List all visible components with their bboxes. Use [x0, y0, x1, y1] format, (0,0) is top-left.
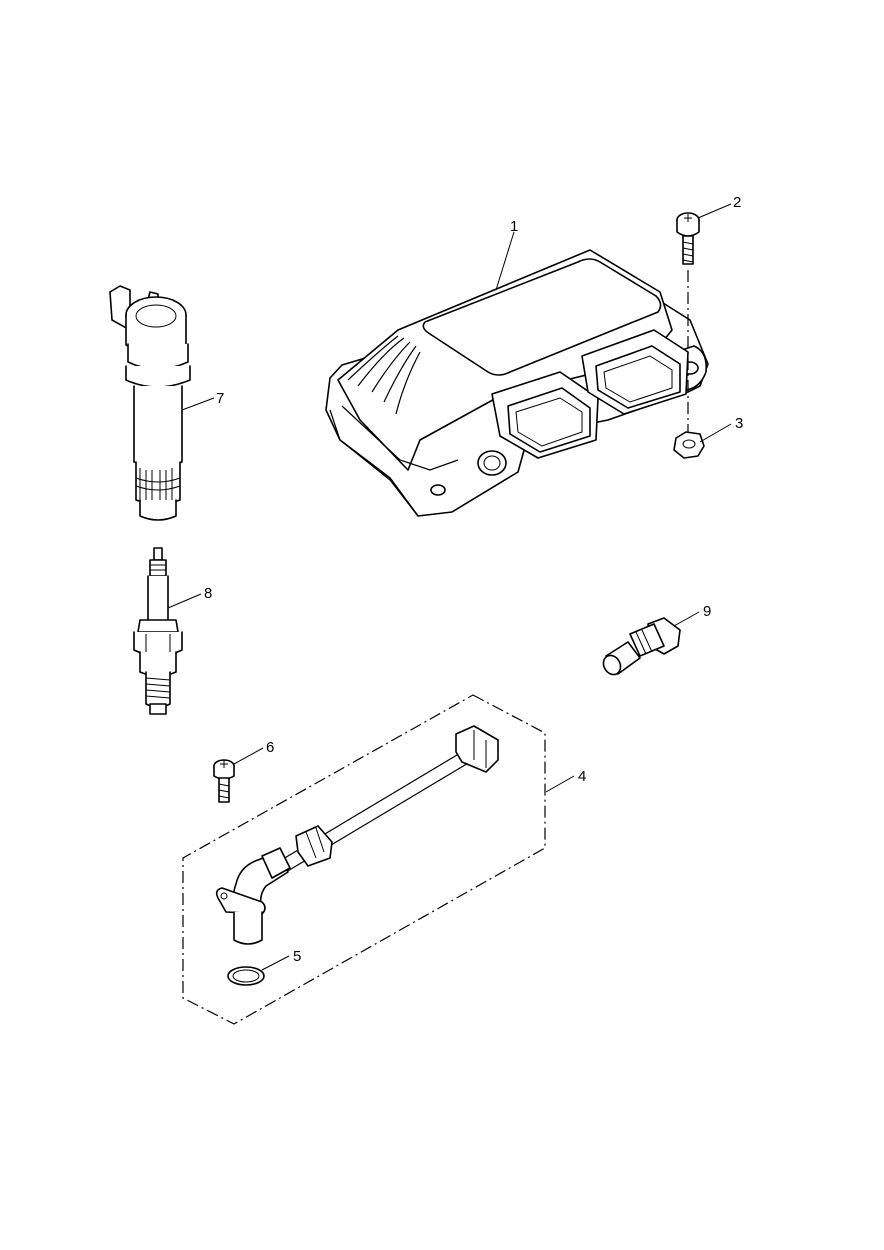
callout-1: 1 [510, 218, 518, 235]
nut-part[interactable] [673, 431, 705, 459]
leader-lines [167, 203, 732, 971]
bolt-part[interactable] [676, 212, 700, 265]
callout-5: 5 [293, 948, 301, 965]
sensor-harness-part[interactable] [215, 725, 499, 945]
callout-8: 8 [204, 585, 212, 602]
ecu-module-part[interactable] [325, 249, 709, 517]
callout-7: 7 [216, 390, 224, 407]
ignition-coil-part[interactable] [109, 285, 191, 521]
o-ring-part[interactable] [227, 966, 265, 986]
callout-2: 2 [733, 194, 741, 211]
kit-boundary [182, 694, 546, 1025]
callout-6: 6 [266, 739, 274, 756]
callout-4: 4 [578, 768, 586, 785]
small-bolt-part[interactable] [213, 759, 235, 803]
callout-9: 9 [703, 603, 711, 620]
callout-3: 3 [735, 415, 743, 432]
spark-plug-part[interactable] [133, 547, 183, 715]
sensor-part[interactable] [600, 617, 681, 678]
